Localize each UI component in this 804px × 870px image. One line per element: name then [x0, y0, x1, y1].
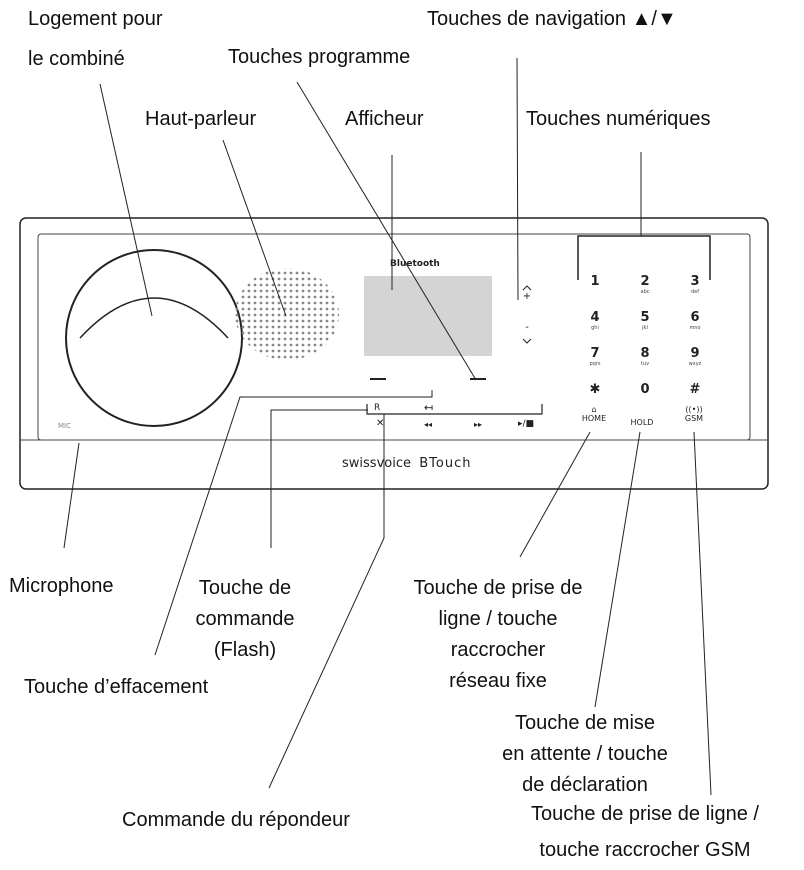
label-delete-key: Touche d’effacement — [24, 676, 209, 698]
home-icon: ⌂ — [591, 405, 597, 414]
label-landline-key-line4: réseau fixe — [449, 670, 547, 692]
leader-nav-keys — [516, 57, 519, 301]
forward-icon[interactable]: ▸▸ — [474, 420, 483, 429]
mic-label: MIC — [58, 422, 71, 430]
leader-answering-machine — [268, 537, 385, 789]
gsm-signal-icon: ((•)) — [685, 405, 703, 414]
label-flash-key-line3: (Flash) — [213, 639, 277, 661]
label-hold-key: Touche de mise en attente / touche de dé… — [450, 708, 720, 801]
nav-down-chevron-icon[interactable] — [522, 338, 532, 344]
label-flash-key-line2: commande — [195, 608, 295, 630]
leader-program-keys — [296, 81, 477, 381]
play-stop-icon[interactable]: ▸/■ — [518, 419, 535, 429]
rewind-icon[interactable]: ◂◂ — [424, 420, 433, 429]
home-key[interactable]: ⌂HOME — [574, 405, 614, 423]
nav-up-chevron-icon[interactable] — [522, 285, 532, 291]
leader-delete-key — [154, 390, 433, 656]
label-flash-key: Touche de commande (Flash) — [180, 573, 310, 666]
keypad-bracket — [577, 235, 711, 280]
leader-flash-key — [270, 409, 368, 548]
handset-cradle-inner — [79, 297, 229, 339]
r-key[interactable]: R — [374, 403, 381, 413]
label-speaker: Haut-parleur — [145, 108, 257, 130]
answering-machine-bracket — [366, 404, 543, 415]
back-arrow-icon[interactable]: ↤ — [424, 401, 434, 414]
label-handset-slot: Logement pour le combiné — [28, 6, 163, 72]
brand-name: swissvoice — [342, 456, 411, 471]
label-handset-slot-line1: Logement pour — [28, 8, 163, 30]
nav-up-key[interactable]: + — [522, 291, 532, 302]
label-microphone: Microphone — [9, 575, 114, 597]
leader-microphone — [63, 442, 80, 549]
leader-speaker — [222, 139, 287, 317]
label-landline-key: Touche de prise de ligne / touche raccro… — [388, 573, 608, 697]
label-flash-key-line1: Touche de — [198, 577, 292, 599]
leader-landline-key — [519, 431, 591, 558]
leader-gsm-key — [693, 431, 712, 796]
delete-icon[interactable]: ✕ — [376, 418, 385, 429]
speaker-grille — [235, 268, 339, 360]
model-name: BTouch — [419, 456, 472, 471]
label-landline-key-line2: ligne / touche — [438, 608, 558, 630]
leader-hold-key — [594, 431, 641, 708]
label-gsm-key: Touche de prise de ligne / touche raccro… — [500, 796, 790, 868]
label-landline-key-line1: Touche de prise de — [413, 577, 583, 599]
leader-handset-slot — [99, 83, 153, 317]
key-hash[interactable]: # — [689, 382, 701, 397]
label-gsm-key-line2: touche raccrocher GSM — [539, 839, 751, 861]
label-gsm-key-line1: Touche de prise de ligne / — [531, 803, 759, 825]
label-numeric-keys: Touches numériques — [526, 108, 711, 130]
bluetooth-text: Bluetooth — [390, 259, 440, 269]
key-star[interactable]: ✱ — [589, 382, 601, 397]
label-answering-machine: Commande du répondeur — [122, 809, 350, 831]
nav-down-key[interactable]: - — [525, 322, 529, 333]
label-program-keys: Touches programme — [228, 46, 411, 68]
label-handset-slot-line2: le combiné — [28, 48, 125, 70]
brand-logo: swissvoice BTouch — [342, 456, 471, 471]
gsm-key[interactable]: ((•))GSM — [674, 405, 714, 423]
key-1[interactable]: 1 — [590, 274, 600, 289]
hold-key[interactable]: HOLD — [630, 418, 654, 427]
label-nav-keys: Touches de navigation ▲/▼ — [427, 8, 677, 30]
label-hold-key-line1: Touche de mise — [514, 712, 656, 734]
label-display: Afficheur — [345, 108, 424, 130]
label-hold-key-line3: de déclaration — [522, 774, 648, 796]
handset-cradle — [65, 249, 243, 427]
display-screen[interactable] — [364, 276, 492, 356]
bluetooth-logo: ​Bluetooth — [390, 259, 440, 269]
label-hold-key-line2: en attente / touche — [502, 743, 668, 765]
key-0[interactable]: 0 — [640, 382, 650, 397]
leader-lines — [63, 57, 712, 796]
label-landline-key-line3: raccrocher — [450, 639, 546, 661]
